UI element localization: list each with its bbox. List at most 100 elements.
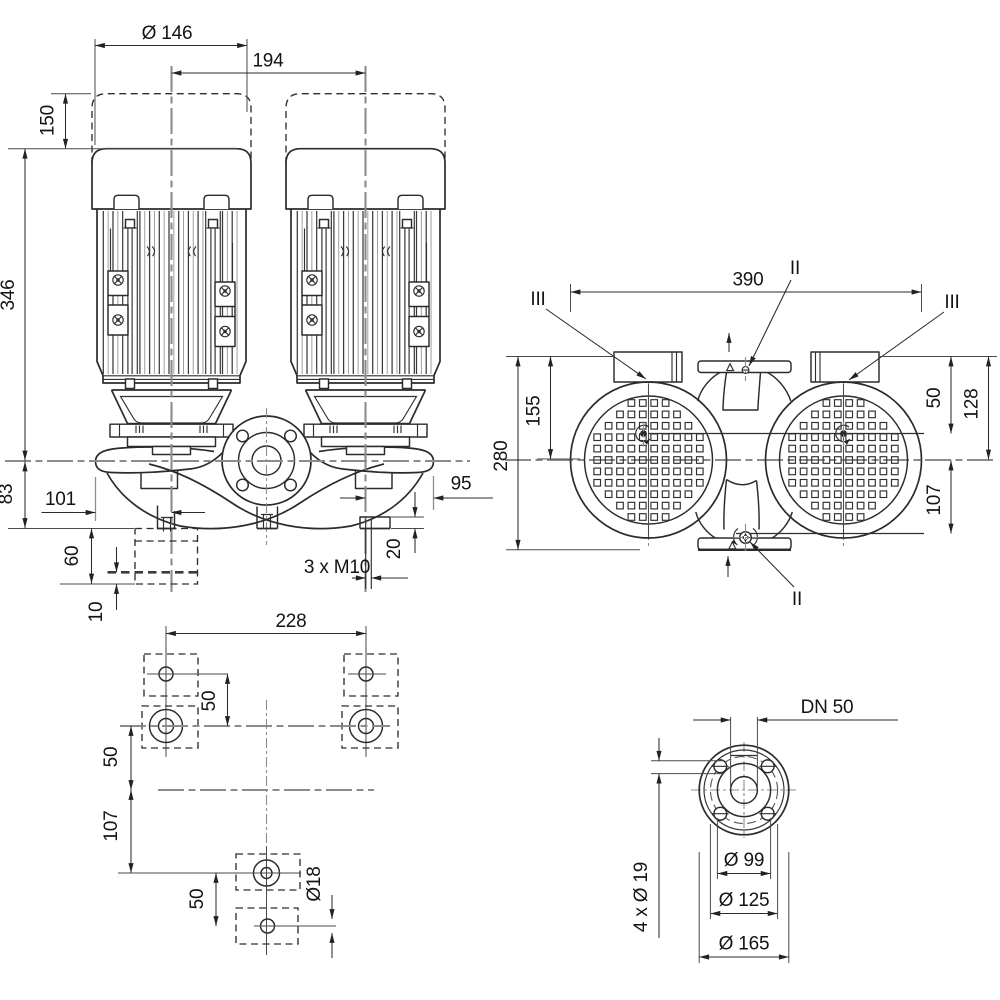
fan-grid-right-part [845, 478, 854, 487]
fan-grid-left-part [627, 410, 636, 419]
fan-grid-left-part [661, 399, 670, 407]
section-leaders-part [848, 311, 945, 381]
center-flange-part [235, 429, 298, 492]
dia165-dimension: Ø 165 [698, 852, 790, 963]
fan-grid-right-part [868, 421, 876, 430]
fan-cover-right-part [764, 381, 923, 539]
flange-detail: DN 50 4 x Ø 19 Ø 99 Ø 125 [631, 697, 898, 963]
front-view: Ø 146 194 150 346 83 101 95 [0, 23, 493, 622]
fan-grid-left-part [616, 501, 624, 510]
fan-grid-left-part [627, 490, 636, 499]
fan-grid-left-part [661, 456, 670, 464]
fan-grid-left-part [695, 478, 704, 487]
port-flange-top [697, 332, 792, 381]
fan-grid-left-part [616, 490, 624, 499]
fan-grid-right-part [856, 501, 865, 510]
flange-circles-part [698, 744, 790, 836]
top-view-dimensions: 390 280 155 50 128 107 [491, 270, 997, 551]
rotation-mark-right-part [835, 424, 851, 445]
fan-grid-right-part [856, 399, 865, 407]
volute-spiral-left [106, 463, 385, 530]
fan-grid-right-part [833, 478, 842, 487]
section-leaders-part [749, 541, 795, 588]
fan-grid-left-part [616, 444, 624, 453]
fan-grid-left-part [650, 399, 659, 407]
fan-grid-right-part [856, 478, 865, 487]
flange-circles [698, 744, 790, 836]
fan-grid-right-part [811, 501, 819, 510]
fan-grid-right-part [845, 513, 854, 521]
fan-grid-right-part [788, 478, 797, 487]
fan-grid-left-part [673, 467, 681, 476]
fan-grid-left-part [650, 501, 659, 510]
fan-grid-right-part [879, 421, 888, 430]
fan-grid-right-part [833, 501, 842, 510]
fan-grid-left-part [593, 456, 602, 464]
fan-grid-left-part [593, 444, 602, 453]
fan-grid-left-part [627, 478, 636, 487]
fan-grid-left-part [695, 456, 704, 464]
dim-label-101: 101 [45, 489, 76, 510]
fan-grid-right-part [845, 456, 854, 464]
fan-grid-left-part [650, 478, 659, 487]
dim-label-top-50: 50 [924, 388, 945, 409]
fan-grid-left-part [684, 456, 693, 464]
dim-label-top-107: 107 [924, 484, 945, 515]
fan-grid-left-part [650, 467, 659, 476]
fan-grid-right-part [833, 399, 842, 407]
fan-grid-right-part [879, 478, 888, 487]
fan-grid-left-part [604, 444, 613, 453]
fan-grid-right-part [890, 467, 899, 476]
fan-grid-right-part [868, 456, 876, 464]
fan-grid-left-part [638, 501, 647, 510]
fan-grid-right-part [856, 456, 865, 464]
fan-grid-right-part [822, 410, 831, 419]
fan-grid-left-part [616, 421, 624, 430]
fan-grid-right-part [811, 467, 819, 476]
fan-grid-left-part [604, 456, 613, 464]
fan-grid-left-part [627, 467, 636, 476]
fan-grid-right-part [833, 490, 842, 499]
dn50-dimension: DN 50 [693, 697, 898, 788]
fan-grid-left-part [661, 467, 670, 476]
fan-grid-left-part [673, 490, 681, 499]
fan-grid-left-part [627, 501, 636, 510]
top-body-part [723, 479, 728, 530]
dim-label-4x19: 4 x Ø 19 [631, 862, 652, 932]
fan-grid-left-part [684, 444, 693, 453]
fan-grid-right [788, 399, 899, 521]
section-leaders-part [545, 308, 647, 380]
fan-grid-left-part [650, 513, 659, 521]
fan-cover-left [569, 381, 728, 539]
top-body-part [722, 372, 762, 411]
center-flange-part-part [283, 429, 298, 443]
fan-grid-right-part [788, 456, 797, 464]
top-body-part [697, 371, 721, 402]
fan-grid-right-part [822, 444, 831, 453]
dim-label-dia125: Ø 125 [719, 890, 770, 911]
fan-grid-left [593, 399, 704, 521]
fan-grid-right-part [879, 456, 888, 464]
port-flange-bottom-part [727, 540, 737, 550]
dim-label-60: 60 [62, 546, 83, 567]
rotation-mark-left [635, 421, 651, 447]
fan-grid-left-part [684, 478, 693, 487]
fan-grid-left-part [627, 513, 636, 521]
fan-grid-right-part [868, 501, 876, 510]
fan-grid-right-part [856, 421, 865, 430]
fan-grid-right-part [822, 399, 831, 407]
rotation-mark-right [835, 421, 851, 447]
fan-grid-right-part [822, 513, 831, 521]
fan-grid-left-part [616, 478, 624, 487]
fan-grid-left-part [673, 501, 681, 510]
flange-circles-part [709, 755, 779, 825]
top-view: III III II II 390 280 155 [491, 258, 997, 610]
fan-grid-right-part [822, 456, 831, 464]
dim-label-3xM10: 3 x M10 [304, 557, 370, 578]
fan-grid-left-part [627, 456, 636, 464]
fan-grid-right-part [822, 421, 831, 430]
pump-feet-part [261, 513, 273, 529]
fan-grid-right-part [845, 467, 854, 476]
fan-grid-right-part [890, 478, 899, 487]
fan-grid-right-part [845, 444, 854, 453]
